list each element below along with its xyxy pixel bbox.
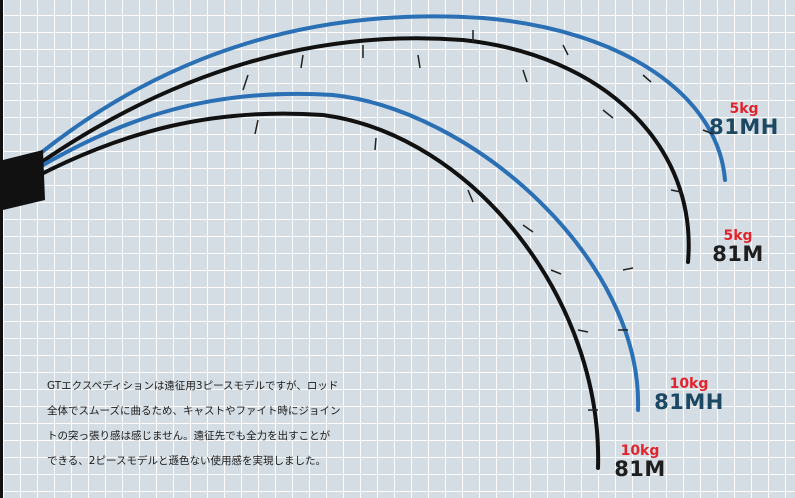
description-text: GTエクスペディションは遠征用3ピースモデルですが、ロッド 全体でスムーズに曲る… bbox=[47, 374, 467, 474]
weight-label: 5kg bbox=[729, 101, 759, 117]
label-81mh-5kg: 5kg 81MH bbox=[709, 102, 779, 138]
description-line: できる、2ピースモデルと遜色ない使用感を実現しました。 bbox=[47, 455, 326, 467]
rod-81m-10kg bbox=[3, 111, 601, 470]
weight-label: 10kg bbox=[669, 376, 709, 392]
description-line: GTエクスペディションは遠征用3ピースモデルですが、ロッド bbox=[47, 380, 339, 392]
rod-81mh-10kg bbox=[3, 91, 641, 412]
description-line: 全体でスムーズに曲るため、キャストやファイト時にジョイン bbox=[47, 405, 341, 417]
label-81mh-10kg: 10kg 81MH bbox=[649, 377, 729, 413]
model-label: 81M bbox=[712, 242, 764, 266]
model-label: 81MH bbox=[709, 115, 779, 139]
rod-butt bbox=[3, 150, 45, 210]
rod-81mh-5kg bbox=[3, 14, 727, 187]
rod-81m-5kg bbox=[3, 36, 691, 264]
description-line: トの突っ張り感は感じません。遠征先でも全力を出すことが bbox=[47, 430, 331, 442]
rod-curves bbox=[3, 14, 727, 470]
rod-guides bbox=[242, 30, 714, 411]
weight-label: 5kg bbox=[723, 228, 753, 244]
label-81m-10kg: 10kg 81M bbox=[605, 444, 675, 480]
label-81m-5kg: 5kg 81M bbox=[703, 229, 773, 265]
model-label: 81MH bbox=[654, 390, 724, 414]
weight-label: 10kg bbox=[620, 443, 660, 459]
model-label: 81M bbox=[614, 457, 666, 481]
